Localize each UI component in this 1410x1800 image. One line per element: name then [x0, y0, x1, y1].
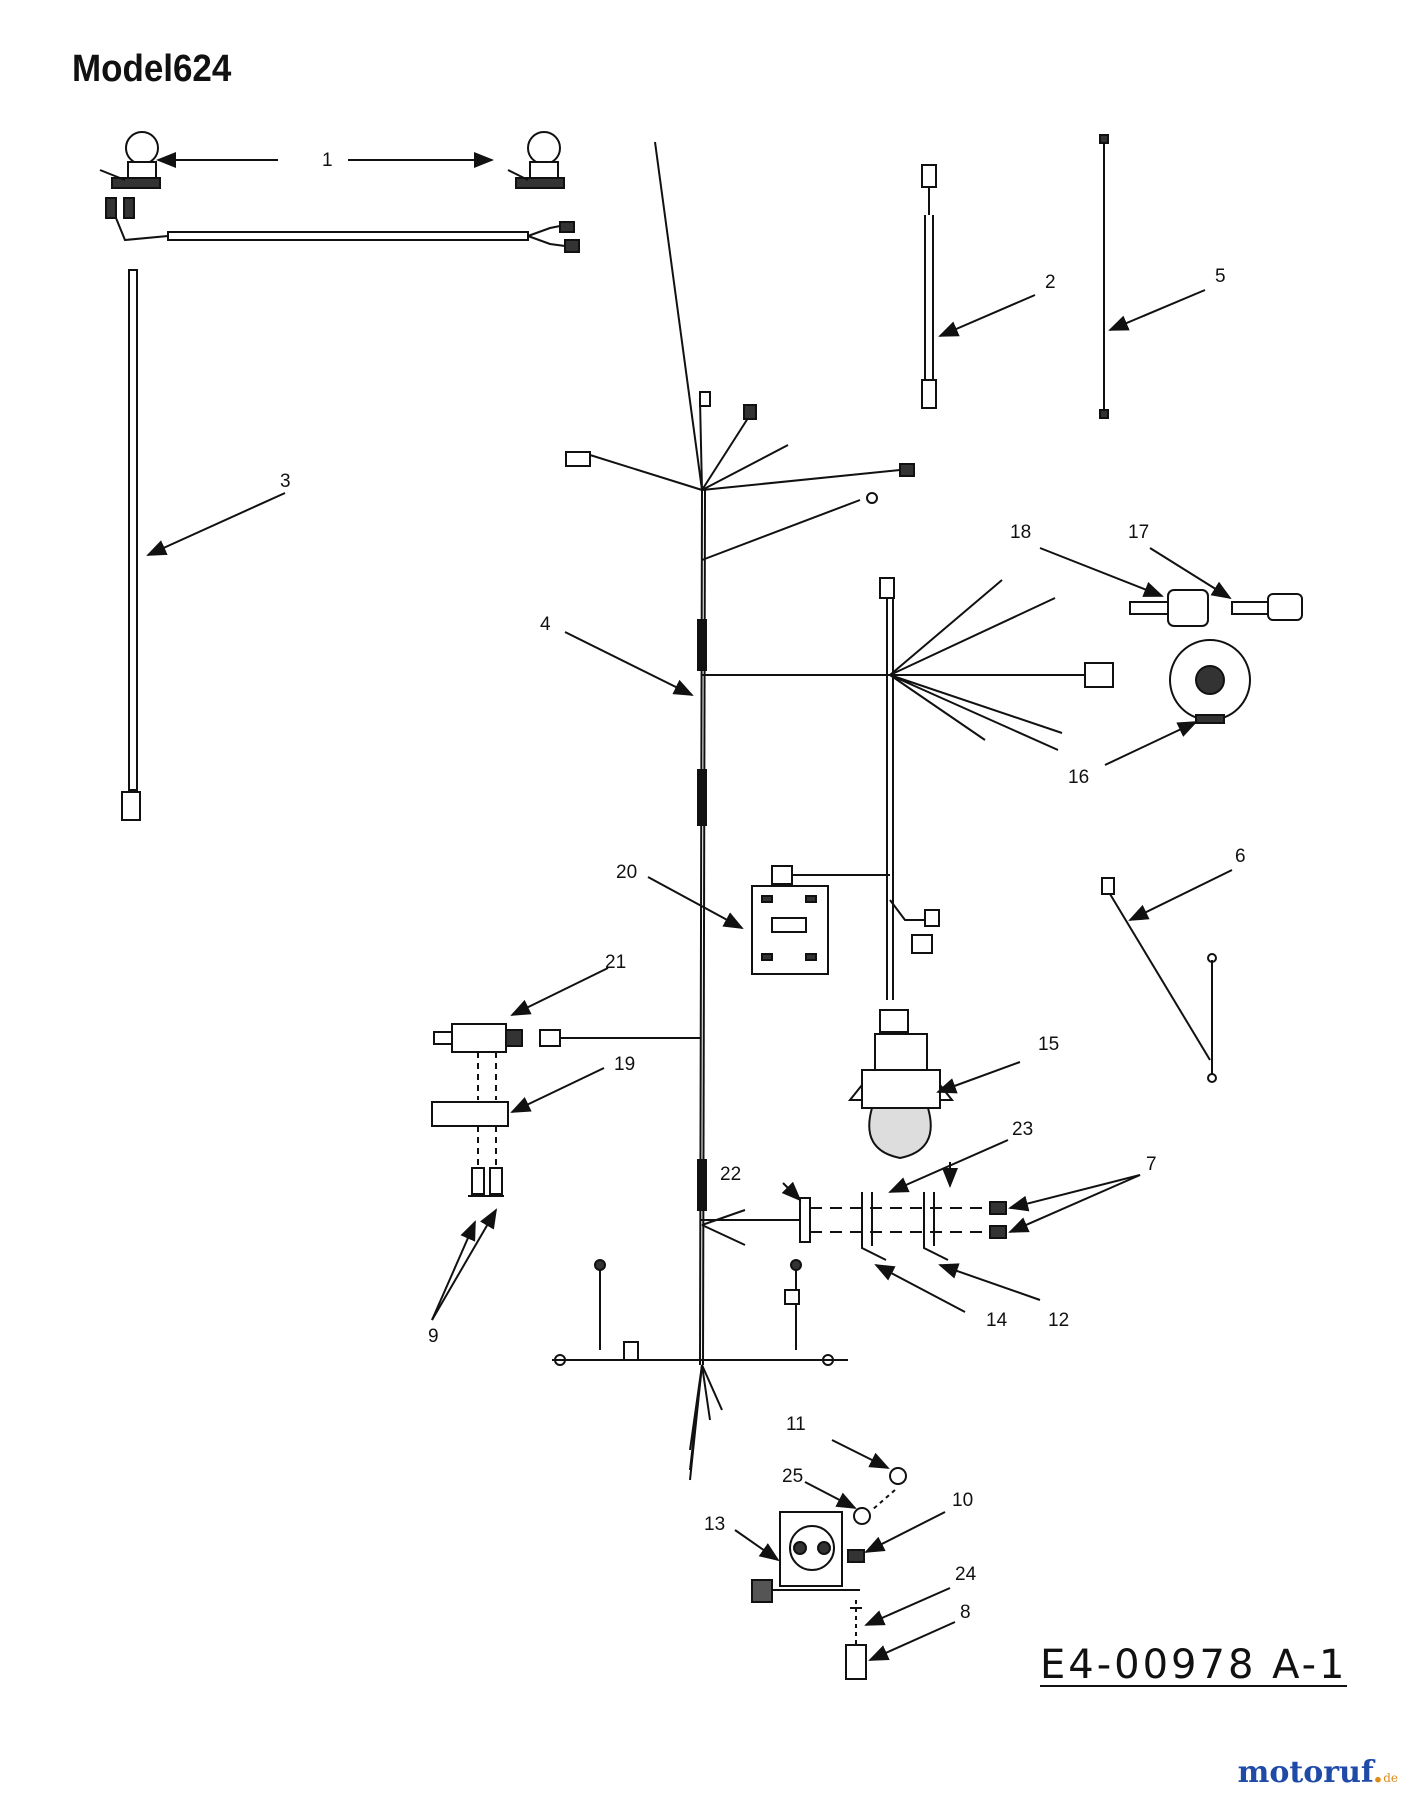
switch-harness — [771, 577, 1063, 1033]
brand-tld: de — [1383, 1771, 1398, 1785]
callout-2: 2 — [1045, 272, 1056, 293]
ground-wire — [1099, 134, 1109, 419]
callout-9: 9 — [428, 1326, 439, 1347]
bracket-screws — [468, 1167, 504, 1197]
switch-bracket — [431, 1052, 509, 1165]
callout-6: 6 — [1235, 846, 1246, 867]
callout-17: 17 — [1128, 522, 1149, 543]
brand-watermark: motoruf.de — [1237, 1755, 1398, 1790]
lamp-harness — [105, 197, 580, 821]
drawing-code: E4-00978 A-1 — [1040, 1642, 1348, 1688]
callout-24: 24 — [955, 1564, 977, 1585]
callout-12: 12 — [1048, 1310, 1069, 1331]
mounting-brackets — [861, 1192, 949, 1261]
callout-14: 14 — [986, 1310, 1008, 1331]
callout-21: 21 — [605, 952, 626, 973]
lamp-right — [507, 131, 565, 189]
brand-name: motoruf — [1237, 1755, 1373, 1790]
callout-8: 8 — [960, 1602, 971, 1623]
nut — [889, 1467, 907, 1485]
seat-switch — [433, 1023, 700, 1053]
callout-11: 11 — [786, 1414, 806, 1435]
interlock-cable — [1101, 877, 1217, 1083]
relay-module — [751, 885, 829, 975]
bolts — [989, 1201, 1007, 1239]
callout-20: 20 — [616, 862, 637, 883]
ignition-switch — [1169, 639, 1251, 724]
callout-25: 25 — [782, 1466, 803, 1487]
starter-solenoid — [751, 1511, 860, 1603]
connector-block — [700, 1197, 1000, 1243]
lamp-left — [99, 131, 161, 189]
bolt — [845, 1644, 867, 1680]
jumper-wire — [921, 164, 937, 409]
callout-7: 7 — [1146, 1154, 1157, 1175]
callout-16: 16 — [1068, 767, 1089, 788]
callout-15: 15 — [1038, 1034, 1059, 1055]
callout-18: 18 — [1010, 522, 1031, 543]
diagram-title: Model624 — [72, 48, 232, 90]
ignition-key-with-cap — [1129, 589, 1209, 627]
callout-23: 23 — [1012, 1119, 1033, 1140]
pto-switch — [847, 1033, 955, 1160]
callout-4: 4 — [540, 614, 551, 635]
terminal-bolt — [847, 1549, 865, 1563]
main-harness — [552, 141, 1114, 1481]
ignition-key — [1231, 593, 1303, 621]
callout-3: 3 — [280, 471, 291, 492]
callout-19: 19 — [614, 1054, 635, 1075]
callout-10: 10 — [952, 1490, 973, 1511]
callout-13: 13 — [704, 1514, 725, 1535]
lock-washer — [853, 1507, 871, 1525]
callout-22: 22 — [720, 1164, 741, 1185]
callout-5: 5 — [1215, 266, 1226, 287]
callout-1: 1 — [322, 150, 333, 171]
